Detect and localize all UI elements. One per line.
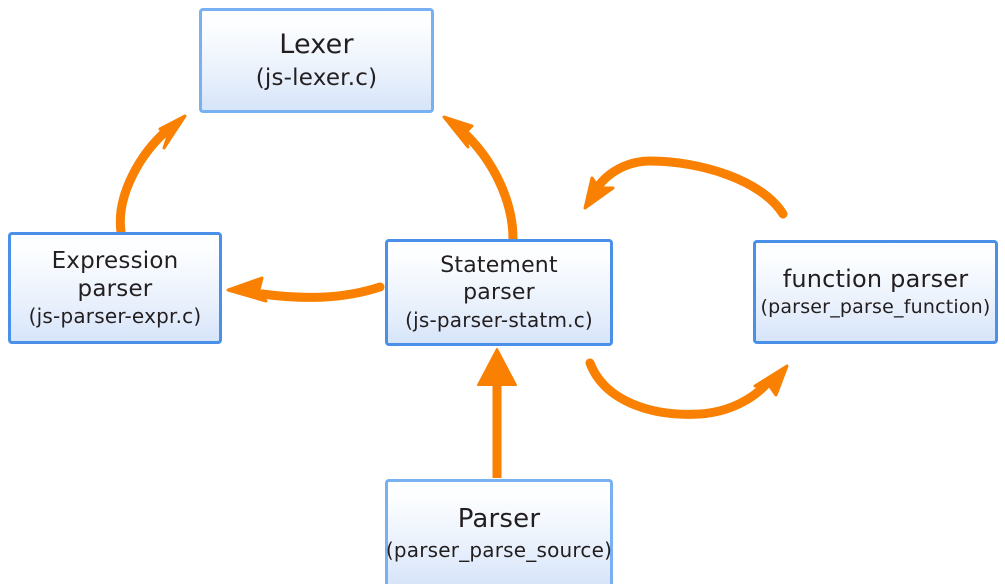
node-function-parser-title: function parser [782,264,969,293]
node-lexer-subtitle: (js-lexer.c) [255,64,378,91]
node-statement-parser-title: Statement parser [440,252,558,305]
edge-expression-to-lexer [115,114,187,237]
node-expression-parser[interactable]: Expression parser (js-parser-expr.c) [8,232,222,344]
node-function-parser[interactable]: function parser (parser_parse_function) [753,240,998,344]
node-expression-parser-subtitle: (js-parser-expr.c) [28,304,202,329]
edge-statement-to-expression [226,276,385,303]
node-parser[interactable]: Parser (parser_parse_source) [385,479,613,584]
node-expression-parser-title: Expression parser [51,248,179,303]
edge-function-to-statement [583,156,788,219]
edge-statement-to-function [585,358,789,419]
node-function-parser-subtitle: (parser_parse_function) [760,296,991,319]
node-lexer[interactable]: Lexer (js-lexer.c) [199,8,434,113]
node-statement-parser-subtitle: (js-parser-statm.c) [405,307,593,332]
edge-statement-to-lexer [442,115,518,244]
node-lexer-title: Lexer [279,29,354,60]
node-statement-parser[interactable]: Statement parser (js-parser-statm.c) [385,239,613,346]
edge-parser-to-statement [477,348,517,478]
node-parser-subtitle: (parser_parse_source) [385,537,613,562]
node-parser-title: Parser [457,503,541,534]
